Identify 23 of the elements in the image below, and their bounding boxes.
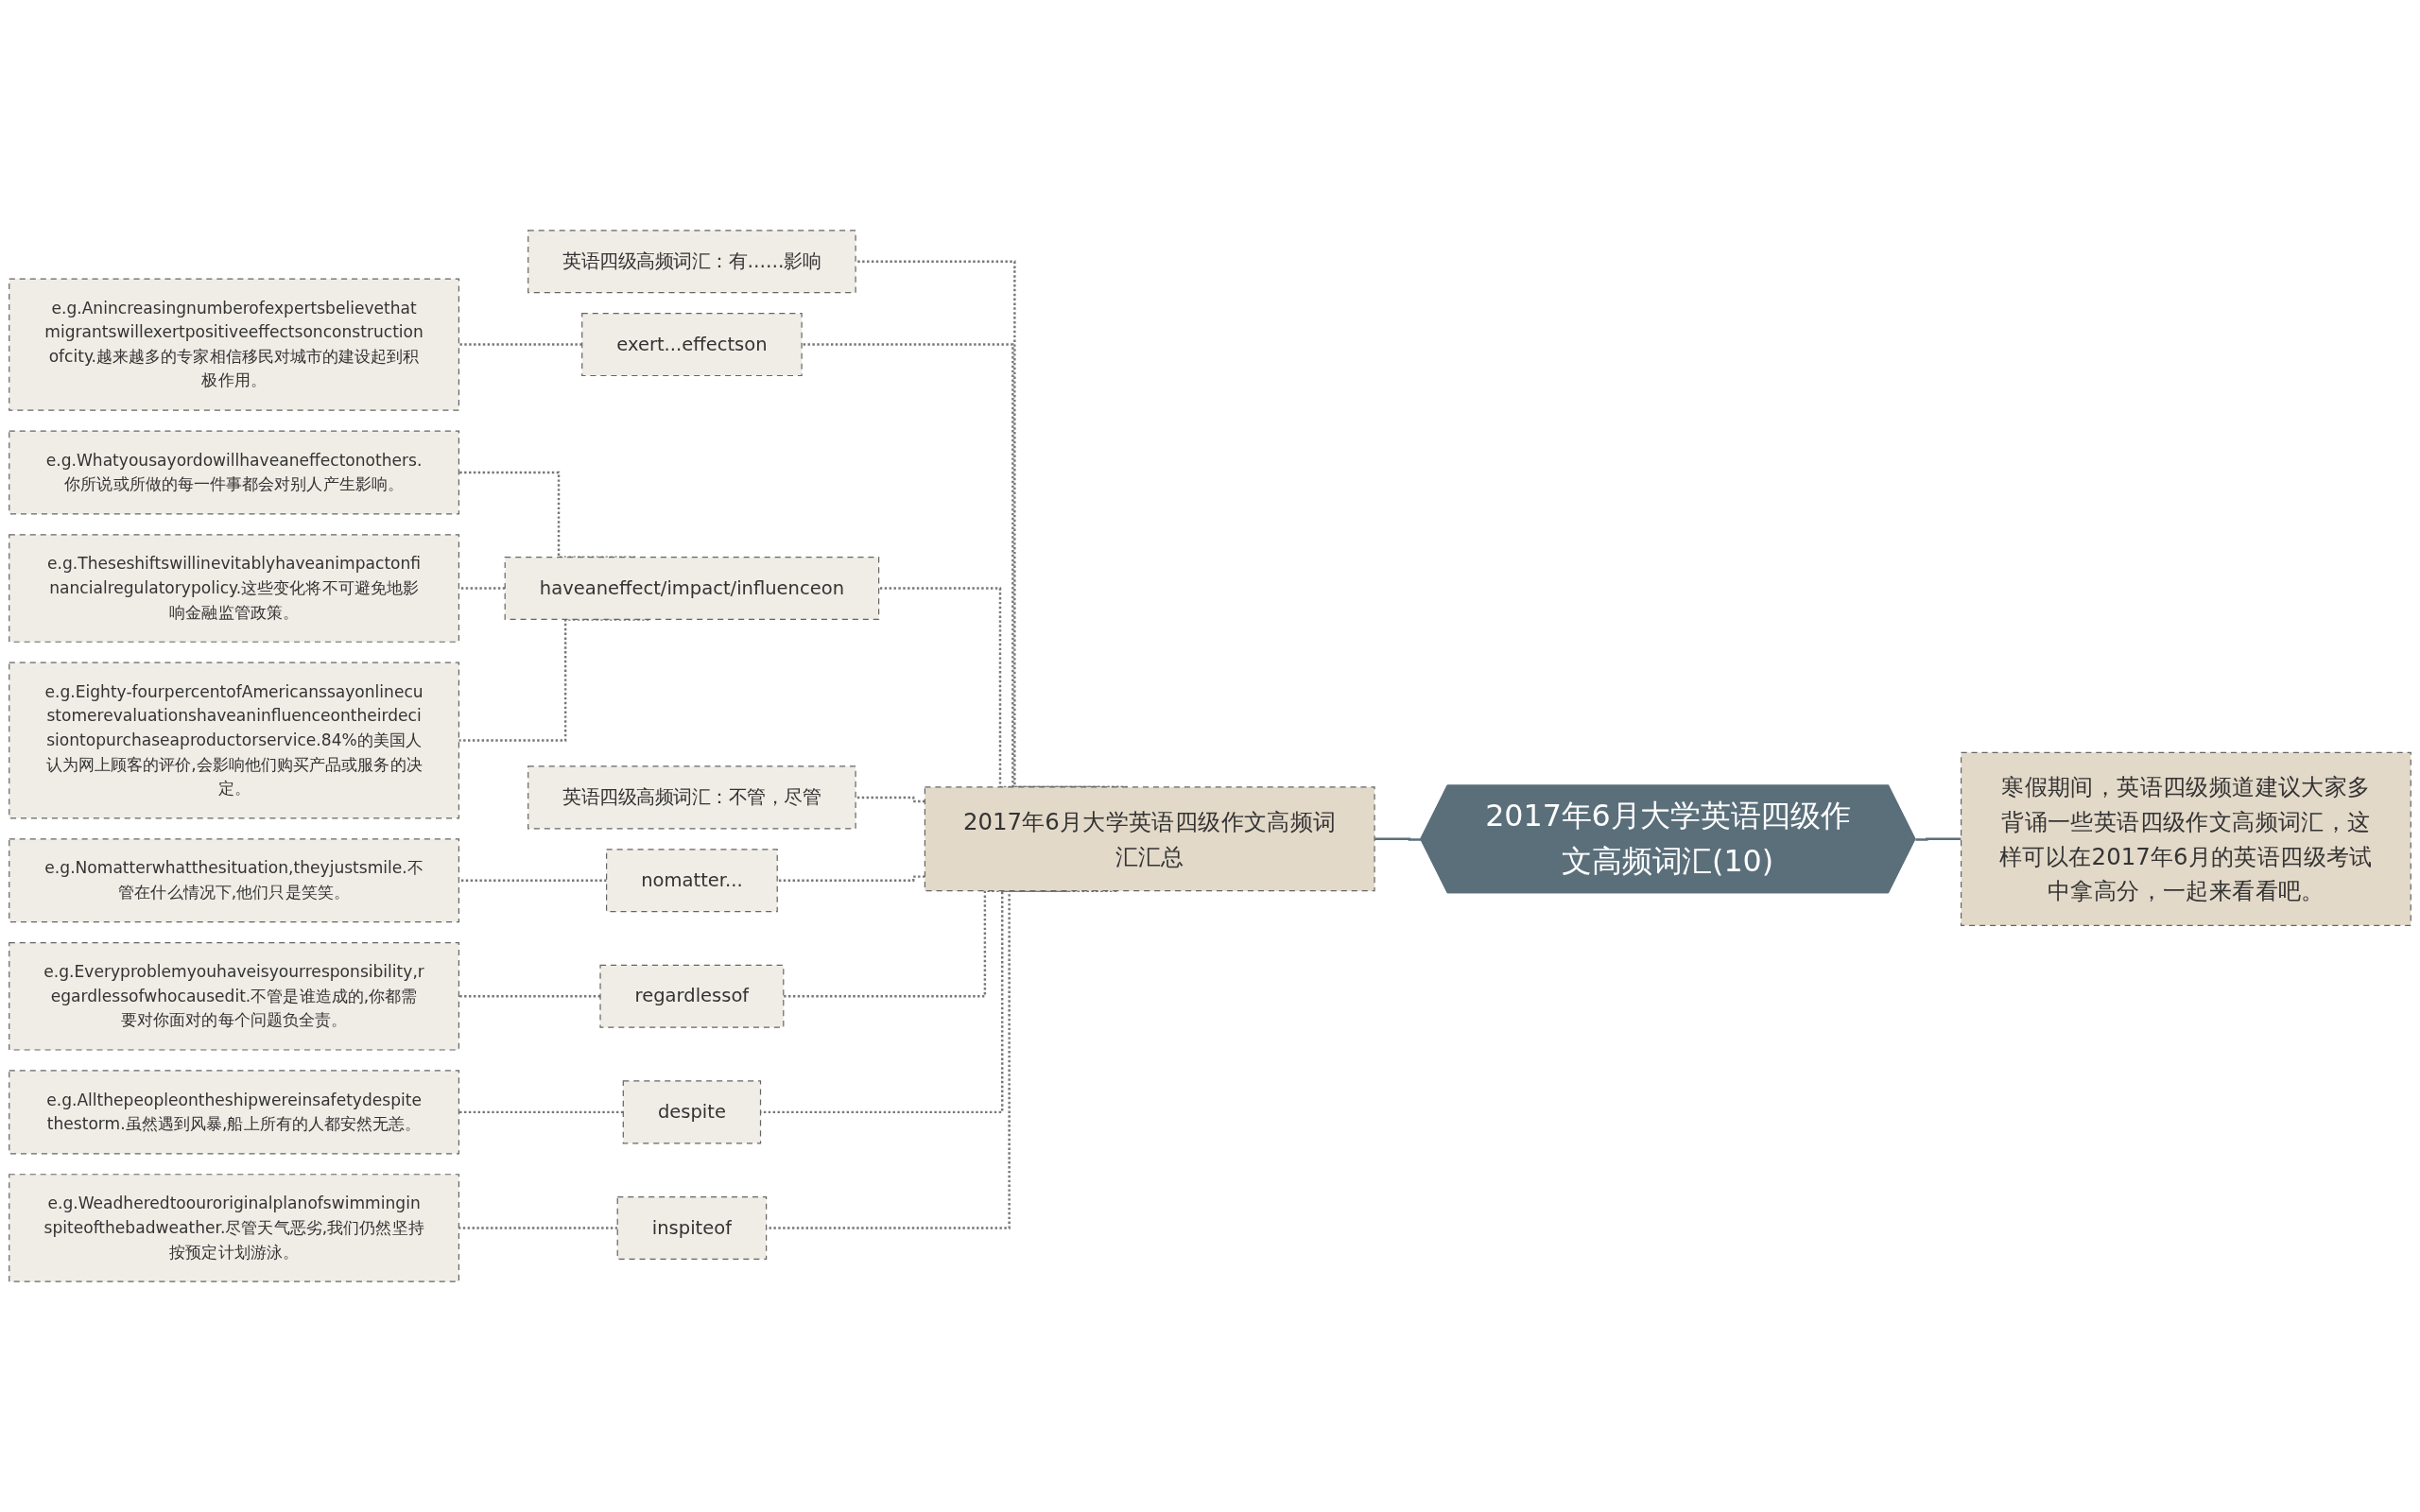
connector bbox=[1374, 837, 1422, 841]
node-box: 2017年6月大学英语四级作文高频词汇汇总 bbox=[924, 786, 1375, 892]
node-box: e.g.Whatyousayordowillhaveaneffectonothers.你所说或所做的每一件事都会对别人产生影响。 bbox=[9, 430, 460, 515]
connector bbox=[458, 1110, 624, 1114]
node-box: regardlessof bbox=[599, 964, 785, 1028]
node-box: e.g.Nomatterwhatthesituation,theyjustsmile.不管在什么情况下,他们只是笑笑。 bbox=[9, 838, 460, 923]
node-box: e.g.Eighty-fourpercentofAmericanssayonlinecustomerevaluationshaveaninfluenceontheirdecisiontopurchaseaproductorservice.84%的美国人认为网上顾客的评价,会影响他们购买产品或服务的决定。 bbox=[9, 662, 460, 819]
node-box: 寒假期间，英语四级频道建议大家多背诵一些英语四级作文高频词汇，这样可以在2017年6月的英语四级考试中拿高分，一起来看看吧。 bbox=[1960, 751, 2411, 926]
connector bbox=[1915, 837, 1962, 841]
node-box: despite bbox=[622, 1080, 762, 1144]
node-box: 英语四级高频词汇：不管，尽管 bbox=[527, 765, 856, 830]
node-box: inspiteof bbox=[616, 1195, 768, 1260]
node-box: e.g.Theseshiftswillinevitablyhaveanimpactonfinancialregulatorypolicy.这些变化将不可避免地影响金融监管政策。 bbox=[9, 534, 460, 643]
node-box: 英语四级高频词汇：有……影响 bbox=[527, 230, 856, 294]
node-box: e.g.Everyproblemyouhaveisyourresponsibility,regardlessofwhocausedit.不管是谁造成的,你都需要对你面对的每个问题负全责。 bbox=[9, 942, 460, 1051]
node-box: exert...effectson bbox=[581, 313, 803, 377]
node-box: e.g.Weadheredtoouroriginalplanofswimminginspiteofthebadweather.尽管天气恶劣,我们仍然坚持按预定计划游泳。 bbox=[9, 1174, 460, 1282]
node-box: e.g.Allthepeopleontheshipwereinsafetydespitethestorm.虽然遇到风暴,船上所有的人都安然无恙。 bbox=[9, 1070, 460, 1155]
connector bbox=[458, 587, 506, 590]
node-box: nomatter... bbox=[606, 849, 778, 913]
node-box: haveaneffect/impact/influenceon bbox=[504, 557, 880, 621]
connector bbox=[458, 995, 601, 998]
node-box: e.g.Anincreasingnumberofexpertsbelievethatmigrantswillexertpositiveeffectsonconstructionofcity.越来越多的专家相信移民对城市的建设起到积极作用。 bbox=[9, 278, 460, 411]
